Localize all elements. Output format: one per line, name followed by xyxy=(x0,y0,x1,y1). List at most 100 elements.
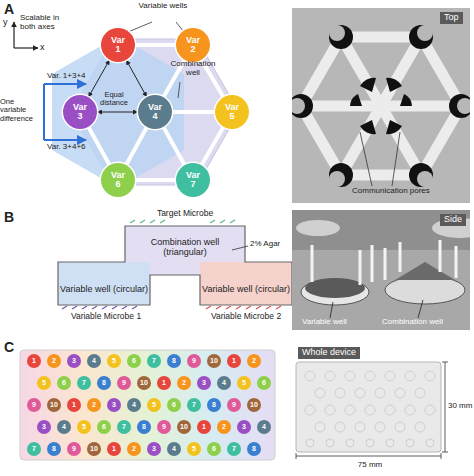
annotation-label: Variable wells xyxy=(138,2,188,11)
array-well-number: 9 xyxy=(117,376,131,390)
device-photo xyxy=(365,371,375,381)
top-render xyxy=(449,94,470,118)
device-photo xyxy=(405,371,415,381)
channel-line xyxy=(135,178,176,182)
array-well-number: 5 xyxy=(237,376,251,390)
array-well-number: 4 xyxy=(217,376,231,390)
side-render xyxy=(395,262,455,280)
array-well-number: 1 xyxy=(67,398,81,412)
node-text: Var 6 xyxy=(109,171,127,190)
array-well-number: 8 xyxy=(167,354,181,368)
side-render xyxy=(330,302,333,318)
well-cross-section xyxy=(206,306,211,309)
array-well-number: 10 xyxy=(87,442,101,456)
top-render xyxy=(292,25,470,187)
annotation-label: Var. 3+4+6 xyxy=(47,143,97,152)
top-render xyxy=(301,37,461,175)
side-render xyxy=(418,300,423,318)
well-cross-section xyxy=(200,262,292,305)
array-background xyxy=(20,350,275,460)
well-cross-section xyxy=(232,246,248,250)
device-photo xyxy=(365,405,375,415)
array-well-number: 7 xyxy=(27,442,41,456)
well-cross-section xyxy=(266,306,271,309)
well-cross-section xyxy=(230,220,235,223)
well-cross-section xyxy=(130,220,235,223)
top-render xyxy=(350,94,362,106)
node-text: Combination well (triangular) xyxy=(130,238,240,258)
difference-bracket xyxy=(44,139,86,141)
array-well-number: 9 xyxy=(227,398,241,412)
array-well-number: 6 xyxy=(167,398,181,412)
node-text: Variable well (circular) xyxy=(60,285,148,295)
array-well-number: 6 xyxy=(257,376,271,390)
well-cross-section xyxy=(160,220,165,223)
well-cross-section xyxy=(58,226,292,305)
well-cross-section xyxy=(82,306,87,309)
node-text: Var 7 xyxy=(184,171,202,190)
well-cross-section xyxy=(210,220,215,223)
device-photo xyxy=(425,371,435,381)
array-well-number: 3 xyxy=(197,376,211,390)
well-cross-section xyxy=(206,306,281,309)
array-well-number: 9 xyxy=(157,420,171,434)
array-well-number: 5 xyxy=(147,398,161,412)
top-render xyxy=(292,98,305,114)
annotation-label: Scalable in both axes xyxy=(20,14,72,32)
top-render xyxy=(329,25,345,41)
annotation-label: 75 mm xyxy=(348,461,392,470)
device-photo xyxy=(405,405,415,415)
array-well-number: 8 xyxy=(47,442,61,456)
array-well-number: 7 xyxy=(147,354,161,368)
leader-lines xyxy=(128,22,152,32)
device-photo xyxy=(395,422,405,432)
array-well-number: 1 xyxy=(107,442,121,456)
device-photo xyxy=(366,439,374,447)
array-well-number: 10 xyxy=(177,420,191,434)
well-cross-section xyxy=(246,306,251,309)
array-well-number: 3 xyxy=(37,420,51,434)
annotation-label: y xyxy=(3,18,13,28)
variable-well-circle: Var 1 xyxy=(101,28,135,62)
channel-line xyxy=(135,43,176,47)
top-render xyxy=(292,94,313,118)
array-well-number: 7 xyxy=(227,442,241,456)
well-cross-section xyxy=(276,306,281,309)
top-render xyxy=(329,25,353,49)
side-render xyxy=(385,276,465,304)
top-render xyxy=(301,37,461,175)
well-cross-section xyxy=(236,306,241,309)
device-photo xyxy=(406,439,414,447)
top-render xyxy=(386,78,402,92)
annotation-label: Communication pores xyxy=(352,187,462,196)
distance-arrow xyxy=(126,60,147,97)
top-render xyxy=(360,120,376,134)
well-cross-section xyxy=(72,306,77,309)
node-text: Var 5 xyxy=(223,103,241,122)
array-well-number: 5 xyxy=(107,354,121,368)
device-photo xyxy=(345,405,355,415)
array-well-number: 10 xyxy=(47,398,61,412)
array-well-number: 1 xyxy=(27,354,41,368)
node-text: Variable well (circular) xyxy=(202,285,290,295)
panel-letter: B xyxy=(4,210,20,225)
node-text: Var 3 xyxy=(71,103,89,122)
well-cross-section xyxy=(92,306,97,309)
device-photo xyxy=(375,388,385,398)
well-cross-section xyxy=(226,306,231,309)
array-well-number: 10 xyxy=(137,376,151,390)
array-well-number: 7 xyxy=(187,398,201,412)
array-well-number: 1 xyxy=(197,420,211,434)
node-text: Var 1 xyxy=(109,36,127,55)
array-well-number: 7 xyxy=(117,420,131,434)
annotation-label: Variable well xyxy=(302,318,372,327)
channel-line xyxy=(88,127,109,165)
panel-letter: C xyxy=(4,340,20,355)
well-cross-section xyxy=(216,306,221,309)
array-well-number: 4 xyxy=(127,398,141,412)
annotation-label: Combination well xyxy=(382,318,466,327)
device-photo xyxy=(335,388,345,398)
well-cross-section xyxy=(112,306,117,309)
side-render xyxy=(311,245,314,282)
array-well-number: 9 xyxy=(187,354,201,368)
